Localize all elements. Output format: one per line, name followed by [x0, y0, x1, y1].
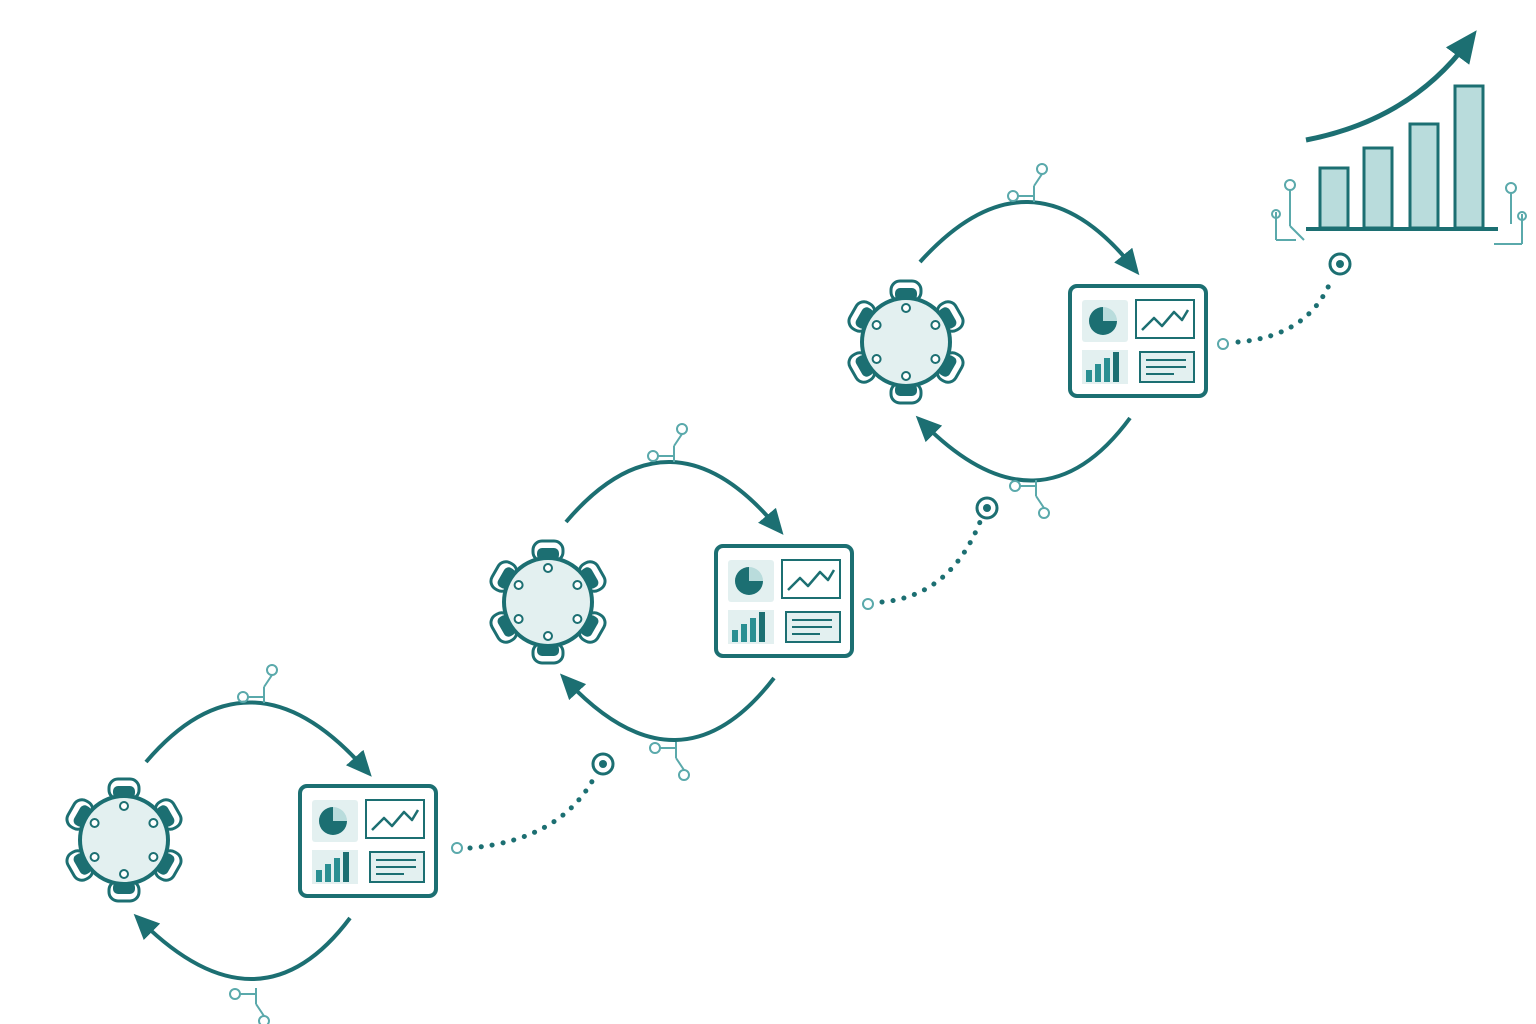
- cycle-arrow-top: [564, 460, 784, 535]
- circuit-node-icon: [237, 664, 278, 704]
- round-table-meeting-icon: [485, 539, 611, 665]
- stage-3: [843, 163, 1208, 519]
- dotted-path-2: [862, 496, 999, 610]
- round-table-meeting-icon: [843, 279, 969, 405]
- dotted-path-1: [451, 752, 615, 854]
- cycle-arrow-bottom: [915, 415, 1132, 483]
- stage-2: [485, 423, 854, 781]
- circuit-node-icon: [1007, 163, 1048, 203]
- round-table-meeting-icon: [61, 777, 187, 903]
- analytics-dashboard-icon: [1068, 284, 1208, 398]
- dotted-path-3: [1217, 252, 1352, 350]
- circuit-node-icon: [649, 741, 690, 781]
- cycle-arrow-top: [144, 700, 372, 777]
- analytics-dashboard-icon: [714, 544, 854, 658]
- analytics-dashboard-icon: [298, 784, 438, 898]
- circuit-node-icon: [229, 987, 270, 1024]
- cycle-arrow-bottom: [133, 913, 352, 981]
- trend-arrow: [1305, 30, 1477, 143]
- stage-1: [61, 664, 438, 1024]
- circuit-node-icon: [647, 423, 688, 463]
- cycle-arrow-bottom: [559, 673, 776, 742]
- circuit-node-icon: [1009, 479, 1050, 519]
- cycle-arrow-top: [918, 200, 1140, 276]
- growth-bar-chart-icon: [1271, 30, 1527, 245]
